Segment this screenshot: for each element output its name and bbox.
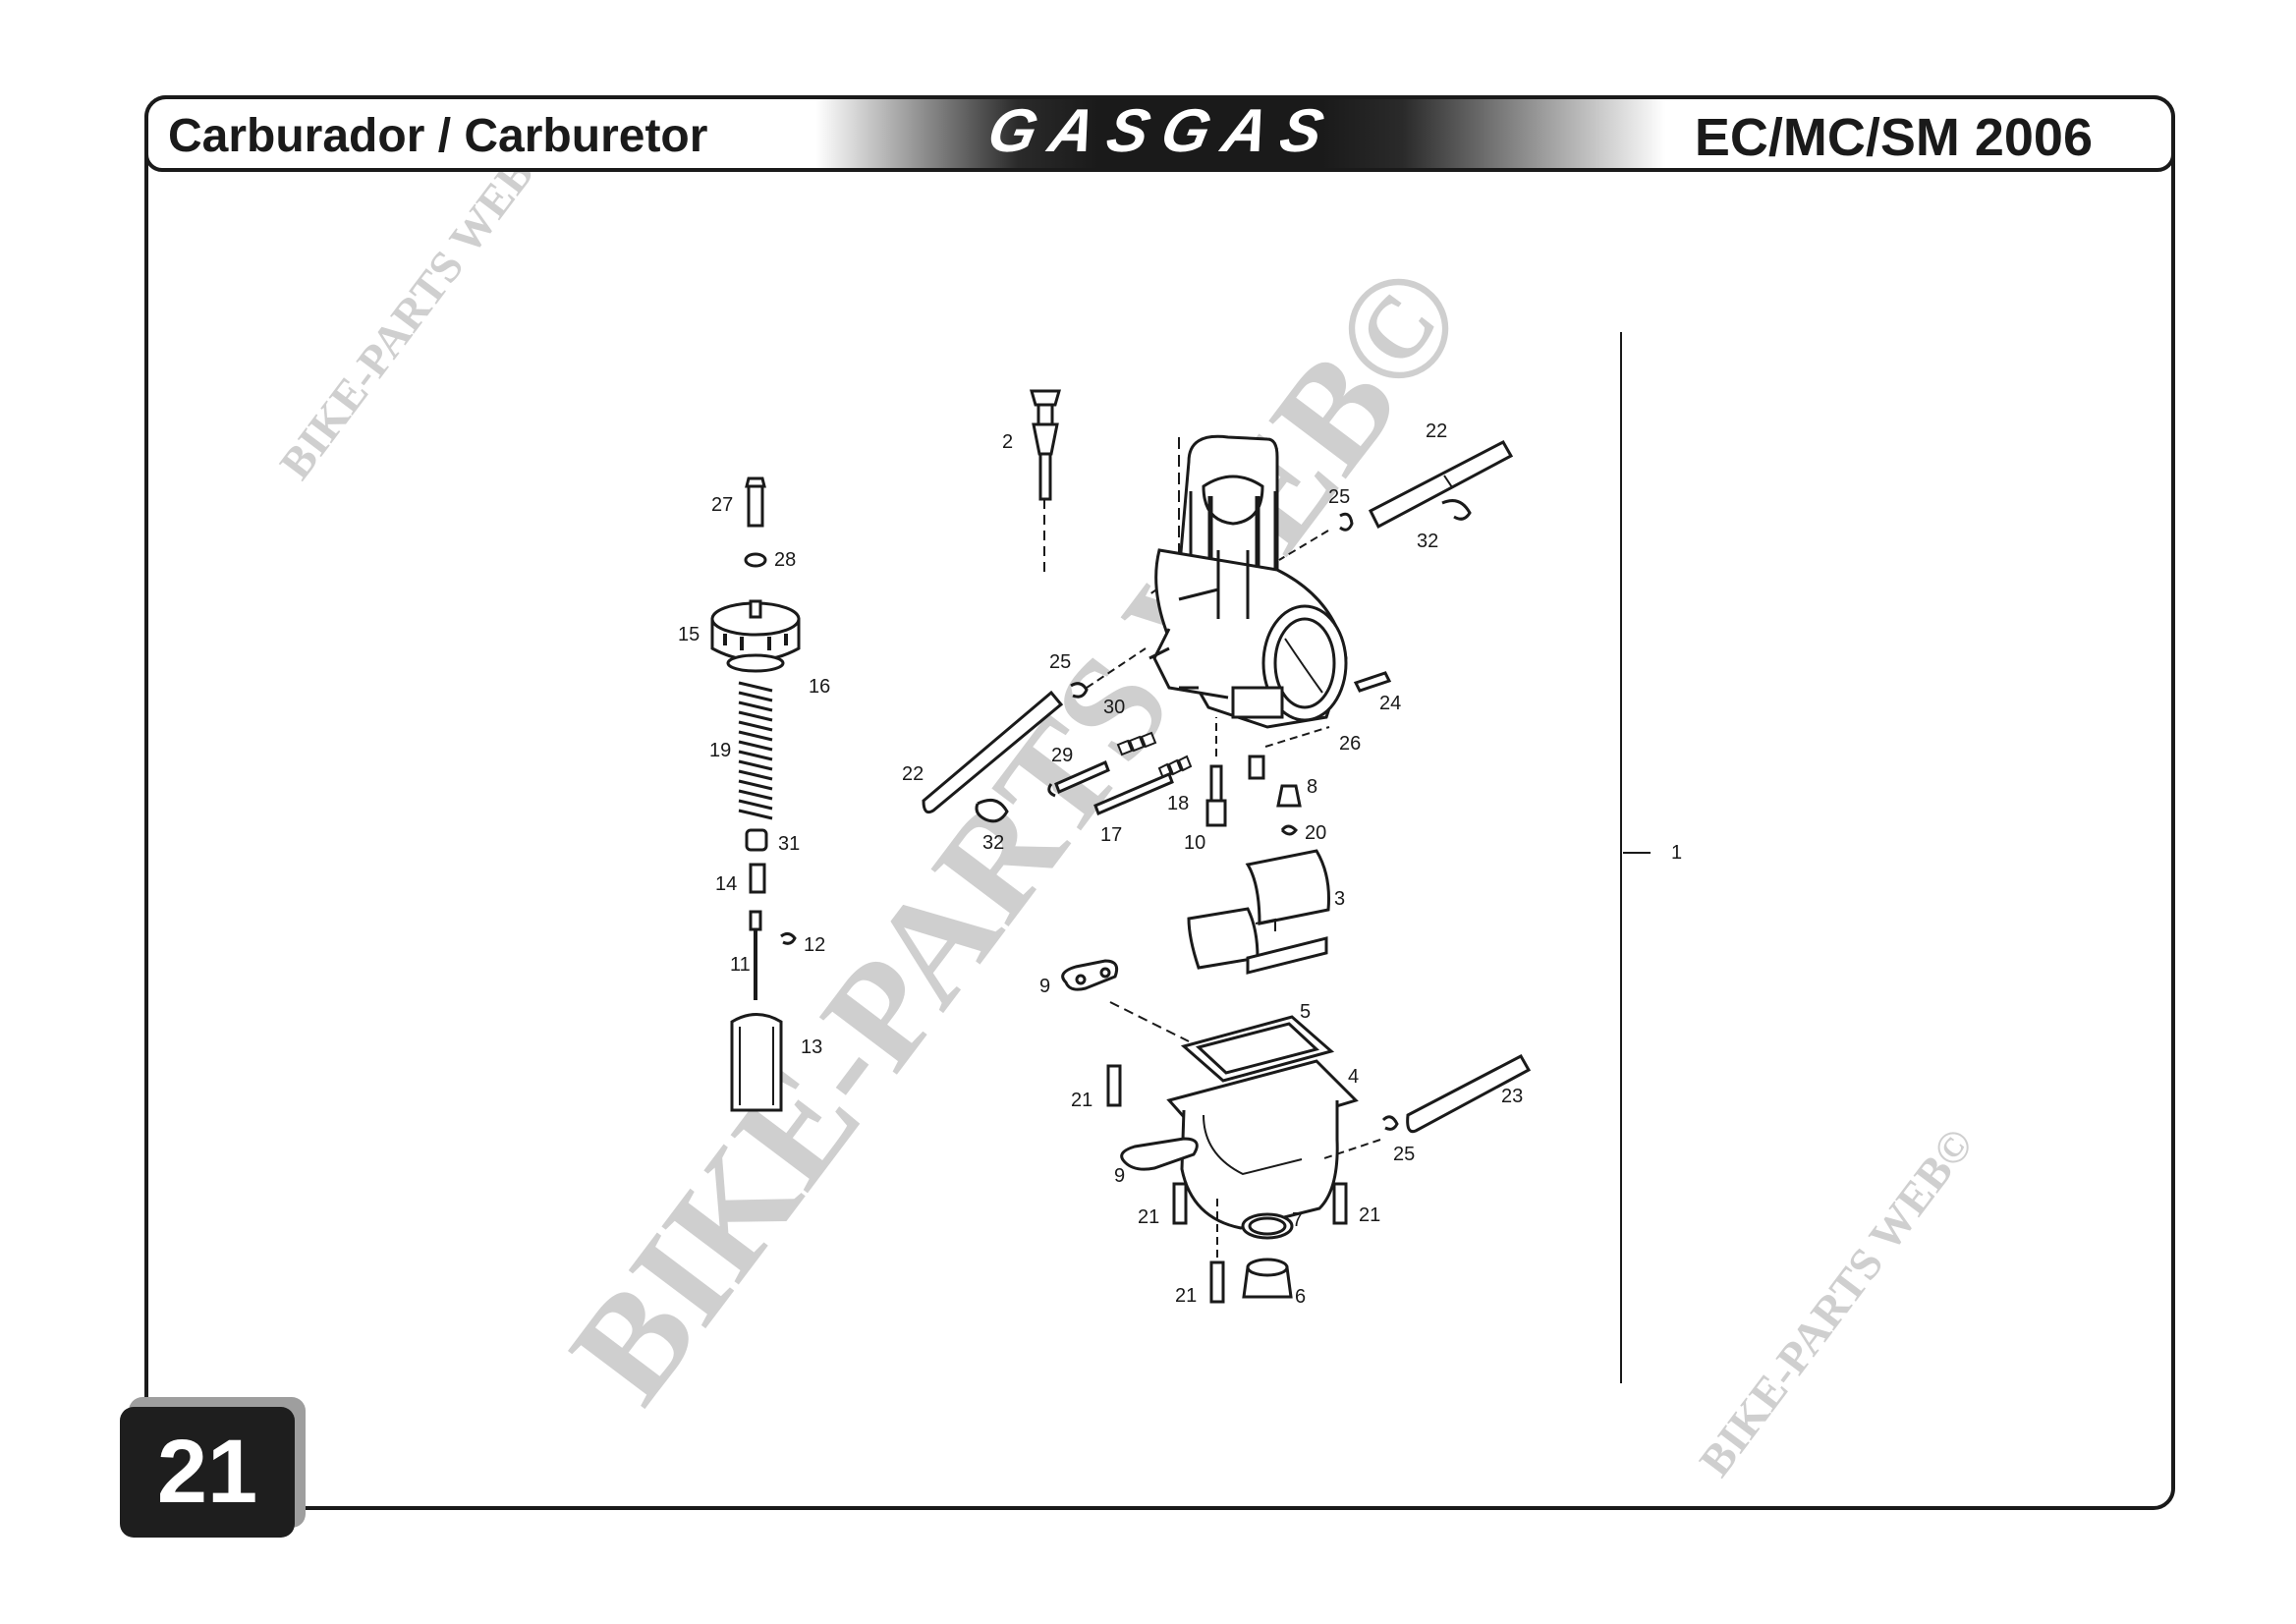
callout-10: 10 <box>1184 832 1205 854</box>
callout-32-top: 32 <box>1417 531 1438 552</box>
callout-13: 13 <box>801 1036 822 1058</box>
callout-24: 24 <box>1379 693 1401 714</box>
callout-29: 29 <box>1051 745 1073 766</box>
callout-9-top: 9 <box>1039 976 1050 997</box>
callout-28: 28 <box>774 549 796 571</box>
callout-22-top: 22 <box>1426 420 1447 442</box>
callout-15: 15 <box>678 624 700 645</box>
callout-2: 2 <box>1002 431 1013 453</box>
callout-5: 5 <box>1300 1001 1311 1023</box>
callout-16: 16 <box>809 676 830 698</box>
callout-12: 12 <box>804 934 825 956</box>
callout-4: 4 <box>1348 1066 1359 1088</box>
callout-22-left: 22 <box>902 763 924 785</box>
callout-31: 31 <box>778 833 800 855</box>
callout-17: 17 <box>1100 824 1122 846</box>
callout-21-a: 21 <box>1071 1090 1092 1111</box>
callout-14: 14 <box>715 873 737 895</box>
callout-27: 27 <box>711 494 733 516</box>
callout-3: 3 <box>1334 888 1345 910</box>
callout-7: 7 <box>1292 1209 1303 1231</box>
callout-25-mid: 25 <box>1049 651 1071 673</box>
callout-25-top: 25 <box>1328 486 1350 508</box>
callout-25-bottom: 25 <box>1393 1144 1415 1165</box>
callout-9-bottom: 9 <box>1114 1165 1125 1187</box>
callout-23: 23 <box>1501 1086 1523 1107</box>
callout-32-left: 32 <box>982 832 1004 854</box>
callout-30: 30 <box>1103 697 1125 718</box>
callout-18: 18 <box>1167 793 1189 814</box>
callout-21-b: 21 <box>1138 1206 1159 1228</box>
callout-11: 11 <box>730 954 751 976</box>
callout-21-c: 21 <box>1359 1204 1380 1226</box>
callout-19: 19 <box>709 740 731 761</box>
callout-26: 26 <box>1339 733 1361 755</box>
callout-21-d: 21 <box>1175 1285 1197 1307</box>
callout-6: 6 <box>1295 1286 1306 1308</box>
model-title: EC/MC/SM 2006 <box>1694 108 2093 167</box>
brand-logo-text: GASGAS <box>982 100 1343 161</box>
page-title: Carburador / Carburetor <box>168 110 708 162</box>
page-number-badge: 21 <box>120 1407 295 1538</box>
callout-1: 1 <box>1671 842 1682 864</box>
callout-20: 20 <box>1305 822 1326 844</box>
brand-logo: GASGAS <box>982 100 1343 161</box>
header-bar: Carburador / Carburetor EC/MC/SM 2006 <box>144 95 2175 172</box>
callout-8: 8 <box>1307 776 1317 798</box>
